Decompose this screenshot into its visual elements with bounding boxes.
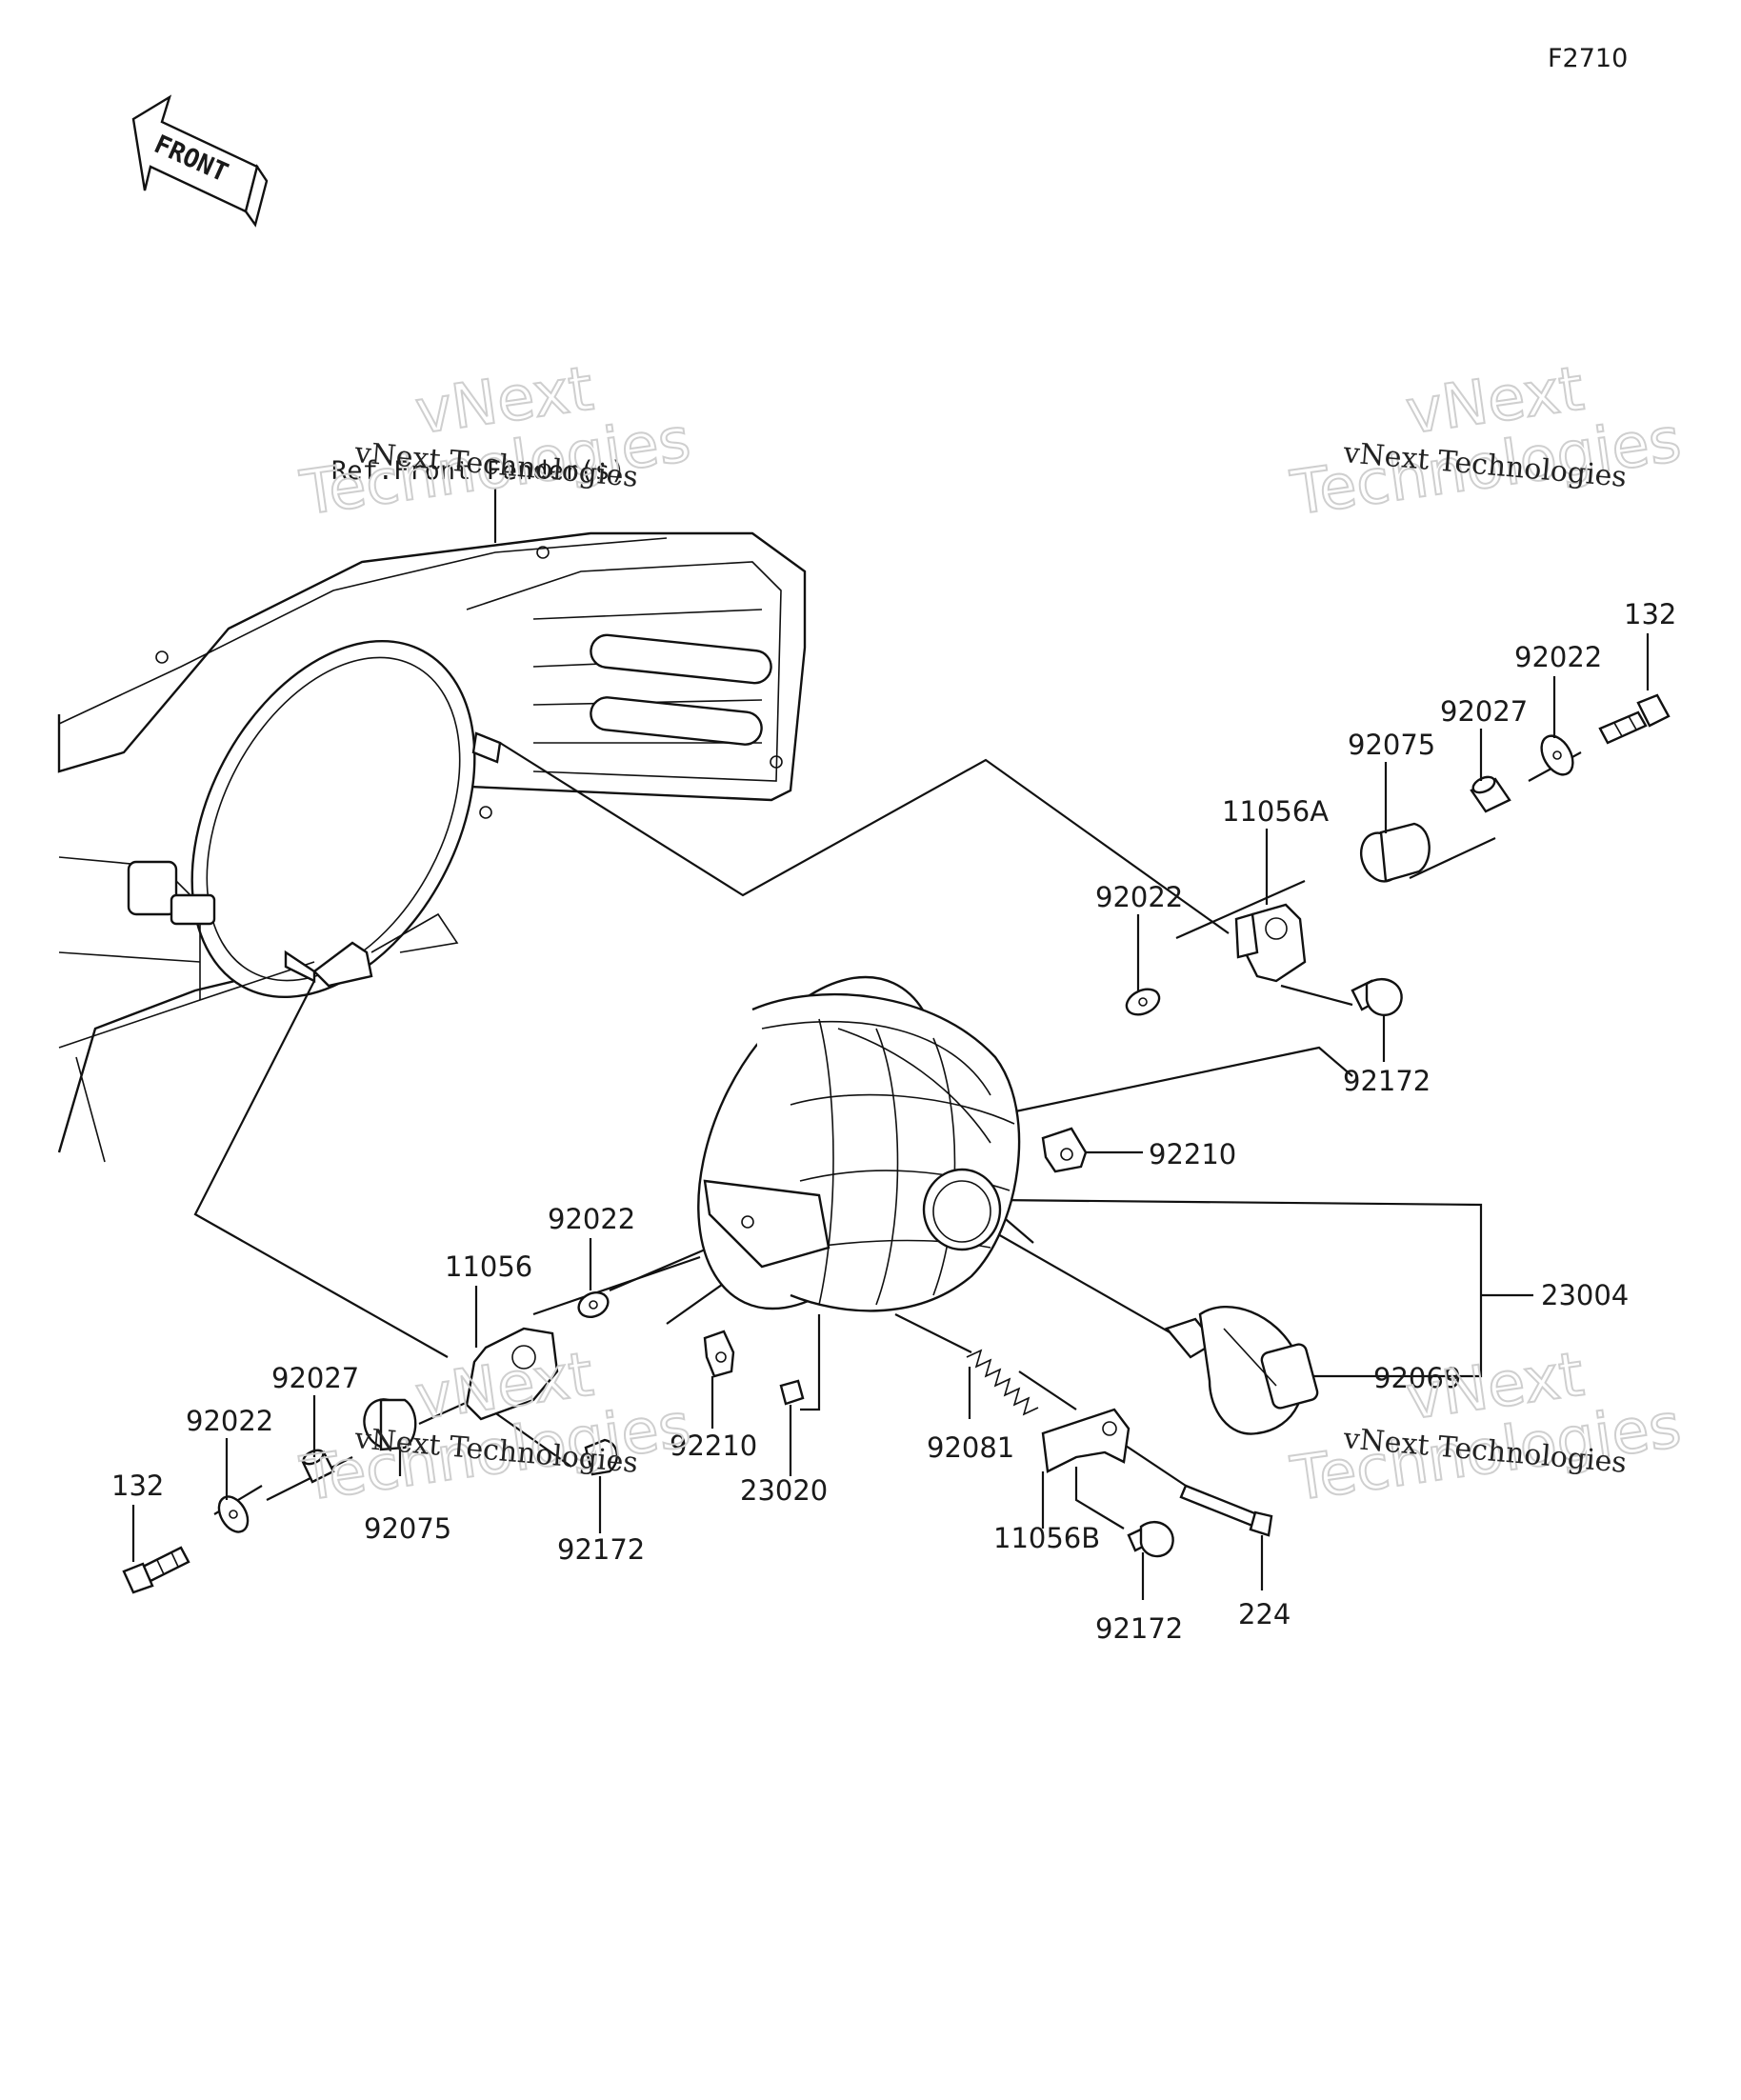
label-92075-right: 92075 <box>1348 729 1435 761</box>
bolt-132-left <box>122 1546 190 1594</box>
headlight-unit <box>697 975 1021 1312</box>
label-92172-left: 92172 <box>557 1533 645 1566</box>
bolt-132-right <box>1598 693 1671 745</box>
watermark-bottom-right: vNext Technologies vNext Technologies <box>1286 1339 1686 1516</box>
nut-23020 <box>779 1379 805 1406</box>
label-23004: 23004 <box>1541 1279 1629 1311</box>
label-11056: 11056 <box>445 1250 532 1283</box>
figure-code: F2710 <box>1548 44 1628 73</box>
grommet-92075-right <box>1360 822 1431 883</box>
label-92210-left: 92210 <box>670 1430 757 1462</box>
bracket-11056 <box>465 1327 559 1421</box>
label-132-left: 132 <box>111 1470 164 1502</box>
label-23020: 23020 <box>740 1474 828 1507</box>
label-11056B: 11056B <box>993 1522 1100 1554</box>
washer-92022-right-mid <box>1125 988 1161 1016</box>
ref-label: Ref.Front Fender(s) <box>331 456 626 486</box>
bulb-92069 <box>1164 1305 1319 1435</box>
screw-92172-bottom <box>1127 1521 1174 1558</box>
washer-92022-left <box>217 1495 250 1533</box>
clip-92210-right <box>1041 1127 1088 1173</box>
clip-92210-left <box>703 1330 735 1378</box>
label-92022-left: 92022 <box>186 1405 273 1437</box>
bolt-224 <box>1179 1484 1273 1537</box>
grommet-92075-left <box>363 1398 417 1451</box>
screw-92172-right <box>1351 978 1403 1016</box>
label-92022-left-mid: 92022 <box>548 1203 635 1235</box>
label-224: 224 <box>1238 1598 1291 1630</box>
label-132-right: 132 <box>1624 598 1676 630</box>
label-11056A: 11056A <box>1222 795 1329 828</box>
label-92081: 92081 <box>927 1431 1014 1464</box>
part-leaders <box>131 633 1650 1600</box>
label-92022-right-mid: 92022 <box>1095 881 1183 913</box>
label-92069: 92069 <box>1373 1362 1461 1394</box>
front-fender-housing <box>57 531 807 1163</box>
bracket-11056A <box>1234 903 1307 983</box>
washer-92022-right-top <box>1540 734 1574 776</box>
label-92027-left: 92027 <box>271 1362 359 1394</box>
spring-92081 <box>966 1349 1039 1416</box>
label-92022-right-top: 92022 <box>1514 641 1602 673</box>
label-92210-right: 92210 <box>1149 1138 1236 1170</box>
collar-92027-right <box>1470 775 1511 813</box>
screw-92172-left <box>584 1438 618 1476</box>
label-92172-bottom: 92172 <box>1095 1612 1183 1645</box>
watermark-top-right: vNext Technologies vNext Technologies <box>1286 353 1686 530</box>
label-92075-left: 92075 <box>364 1512 451 1545</box>
washer-92022-left-mid <box>577 1290 610 1319</box>
label-92027-right: 92027 <box>1440 695 1528 728</box>
label-92172-right: 92172 <box>1343 1065 1431 1097</box>
bracket-11056B <box>1041 1408 1131 1473</box>
front-arrow-icon: FRONT <box>131 94 269 228</box>
